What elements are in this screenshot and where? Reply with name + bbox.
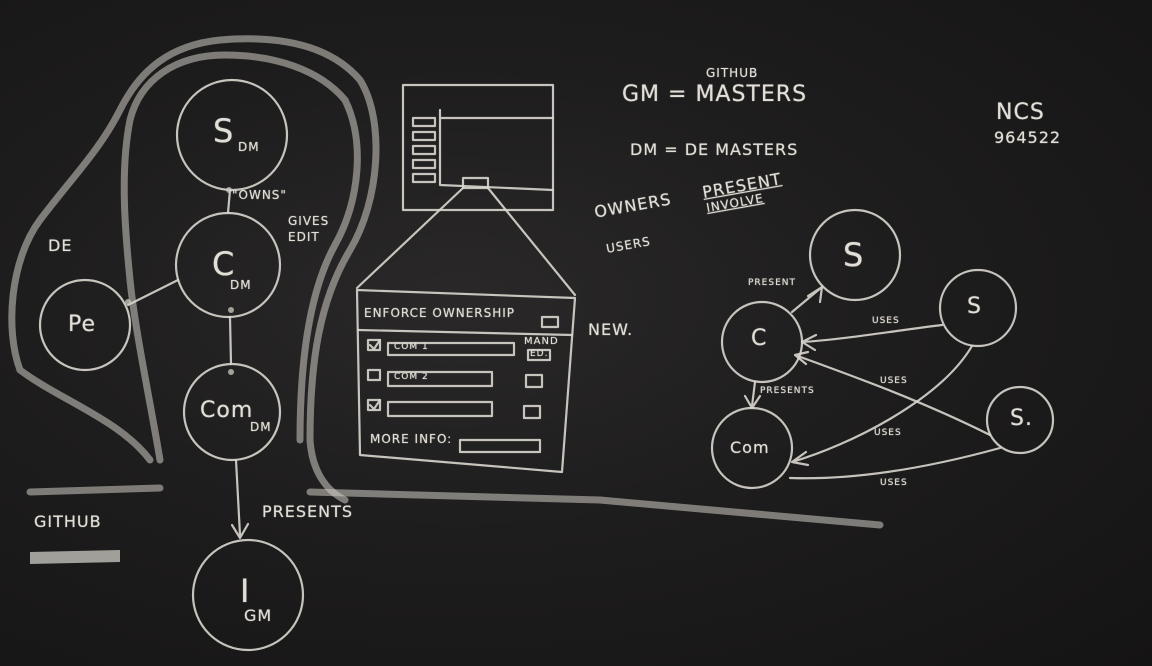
rnode-s-mid <box>938 268 1018 348</box>
mockup-list-1 <box>411 116 437 128</box>
def-gm-line: GM = MASTERS <box>622 82 808 107</box>
rnode-s-bottom-label: S. <box>1010 406 1033 431</box>
node-i-sub: GM <box>244 606 273 625</box>
mockup-list-4 <box>411 158 437 170</box>
node-com-sub: DM <box>250 420 272 434</box>
mockup-window <box>401 83 555 212</box>
mockup-mand-box <box>526 348 552 362</box>
rlabel-present-top: PRESENT <box>748 278 796 288</box>
mockup-row-1: COM 1 <box>394 342 429 352</box>
mockup-field-3 <box>386 400 494 418</box>
gives-edit-line1: GIVES <box>288 214 330 228</box>
github-line <box>26 484 884 529</box>
def-dm-line: DM = DE MASTERS <box>630 140 799 159</box>
node-pe-label: Pe <box>68 312 97 337</box>
rnode-c-label: C <box>751 326 768 351</box>
mockup-list-5 <box>411 172 437 184</box>
edge-c-com-dot <box>228 307 234 313</box>
mockup-toggle-2 <box>524 373 544 389</box>
rnode-s-mid-label: S <box>967 294 982 319</box>
gives-edit-line2: EDIT <box>288 230 320 244</box>
mockup-field-1 <box>386 341 516 357</box>
rlabel-uses-3: USES <box>874 428 902 438</box>
mockup-check-1-mark <box>368 338 382 351</box>
redge-c-s-top <box>790 285 824 314</box>
mockup-mand-line2: ED. <box>530 349 549 359</box>
edge-s-c <box>226 188 232 215</box>
node-s-sub: DM <box>238 140 260 154</box>
rnode-s-top <box>808 208 902 302</box>
presents-label: PRESENTS <box>262 502 354 521</box>
mockup-more-field <box>458 438 542 454</box>
de-label: DE <box>48 236 73 255</box>
zoom-lines <box>355 186 577 297</box>
github-label: GITHUB <box>34 512 102 531</box>
mockup-new-label: NEW. <box>588 320 634 339</box>
mockup-close-box <box>540 315 560 329</box>
node-com-label: Com <box>200 398 254 423</box>
node-i-label: I <box>240 572 251 610</box>
mockup-check-3-mark <box>368 398 382 411</box>
rlabel-uses-2: USES <box>880 376 908 386</box>
mockup-field-2 <box>386 370 494 388</box>
rlabel-present-mid: PRESENTS <box>760 386 815 396</box>
def-github-word: GITHUB <box>706 66 759 80</box>
redge-sbot-com <box>788 446 1002 480</box>
edge-com-i <box>230 458 250 540</box>
mockup-more-info: MORE INFO: <box>370 432 453 446</box>
edge-c-pe <box>126 278 180 307</box>
rnode-s-top-label: S <box>843 236 865 274</box>
edge-s-c-dot <box>226 187 232 193</box>
redge-smid-c <box>800 323 944 352</box>
de-region-inner <box>120 51 361 464</box>
rlabel-uses-1: USES <box>872 316 900 326</box>
mockup-mand-line1: MAND <box>524 336 559 347</box>
mockup-check-2 <box>366 368 382 382</box>
mockup-list-2 <box>411 130 437 142</box>
mockup-title: ENFORCE OWNERSHIP <box>364 306 516 320</box>
redge-c-com <box>743 380 762 410</box>
edge-c-com <box>228 315 233 366</box>
mockup-window-divider <box>438 108 555 192</box>
node-c-sub: DM <box>230 278 252 292</box>
owns-label: "OWNS" <box>232 188 287 202</box>
de-region-outline <box>8 35 380 504</box>
redge-sbot-c <box>793 350 992 437</box>
ncs-line2: 964522 <box>994 128 1062 147</box>
node-i-circle <box>191 538 305 652</box>
node-s-label: S <box>213 112 235 150</box>
mockup-toggle-3 <box>522 404 542 420</box>
redge-smid-com <box>790 344 974 467</box>
node-pe-circle <box>38 278 132 372</box>
mockup-panel-header-line <box>356 328 574 337</box>
ncs-line1: NCS <box>996 100 1045 125</box>
node-c-label: C <box>212 245 236 283</box>
mockup-row-2: COM 2 <box>394 372 429 382</box>
mockup-list-3 <box>411 144 437 156</box>
mockup-hover-button <box>461 176 490 190</box>
github-strip <box>30 550 120 564</box>
rnode-com-label: Com <box>730 438 770 457</box>
edge-com-dot <box>228 369 234 375</box>
rnode-s-bottom <box>985 385 1055 455</box>
rlabel-uses-4: USES <box>880 478 908 488</box>
mockup-panel <box>355 288 577 474</box>
edge-c-pe-dot <box>125 299 131 305</box>
